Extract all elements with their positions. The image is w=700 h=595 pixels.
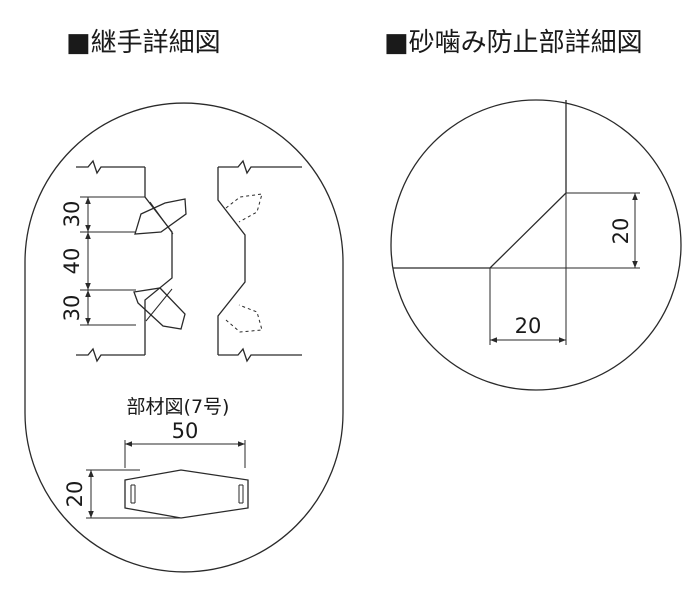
lower-joint-cross: [145, 288, 173, 322]
upper-joint-member: [134, 198, 187, 235]
detail-circle: [390, 99, 682, 391]
dim-bottom: 30: [60, 295, 84, 322]
dim-middle: 40: [60, 248, 84, 275]
right-piece-top-break: [218, 159, 302, 175]
joint-detail-outline: [24, 102, 344, 573]
horizontal-dimension: 20: [490, 314, 566, 343]
sand-prevention-detail-title: ■砂噛み防止部詳細図: [384, 28, 643, 58]
member-shape: [124, 469, 249, 519]
svg-text:20: 20: [515, 314, 542, 338]
svg-text:50: 50: [172, 419, 199, 443]
joint-detail-drawing: 30 40 30 部材図(7号) 50 20: [24, 102, 344, 573]
right-piece-bottom-break: [218, 347, 302, 363]
member-width-dimension: 50: [124, 419, 246, 468]
dim-top: 30: [60, 201, 84, 228]
sand-prevention-profile: [393, 100, 567, 269]
vertical-dimension: 20: [609, 193, 638, 268]
member-height-dimension: 20: [63, 469, 180, 519]
right-piece-profile: [217, 167, 246, 355]
sand-prevention-drawing: 20 20: [390, 99, 682, 391]
lower-hidden-member: [225, 304, 263, 333]
joint-dimension-chain: 30 40 30: [60, 196, 145, 326]
lower-joint-member: [133, 287, 186, 330]
svg-text:20: 20: [63, 481, 87, 508]
svg-text:20: 20: [609, 218, 633, 245]
left-piece-top-break: [76, 159, 145, 175]
joint-detail-title: ■継手詳細図: [66, 28, 221, 58]
left-piece-bottom-break: [76, 347, 145, 363]
upper-joint-cross: [149, 201, 174, 235]
member-diagram-label: 部材図(7号): [127, 396, 230, 418]
